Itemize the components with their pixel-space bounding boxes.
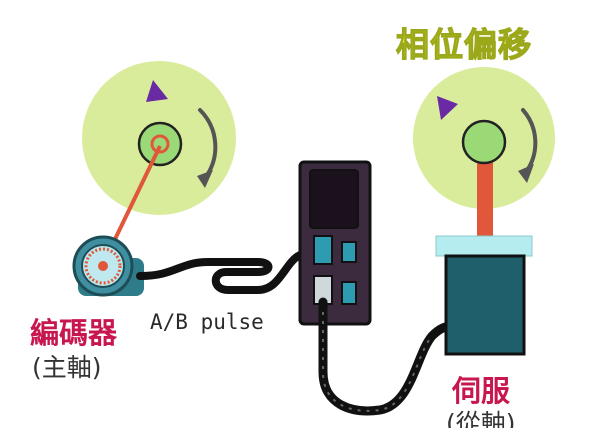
encoder-scale xyxy=(84,247,122,285)
rotation-arrow-icon xyxy=(198,108,218,180)
driver-port-right-top xyxy=(341,241,357,263)
driver-display xyxy=(309,169,359,229)
slave-disk xyxy=(413,67,555,246)
servo-role-label: (從軸) xyxy=(446,409,516,428)
rotation-arrowhead-icon xyxy=(197,170,213,188)
slave-shaft xyxy=(477,150,493,246)
servo-driver xyxy=(298,160,372,326)
servo-label: 伺服 xyxy=(452,374,511,408)
servo-motor xyxy=(435,235,533,356)
pulse-cable xyxy=(136,246,326,294)
rotation-arrow-icon xyxy=(521,108,538,174)
master-hub-pin xyxy=(150,134,170,154)
direction-triangle-icon xyxy=(437,96,458,120)
master-disk xyxy=(82,61,236,263)
servo-body xyxy=(444,254,526,356)
encoder-role-label: (主軸) xyxy=(32,353,102,382)
pulse-signal-label: A/B pulse xyxy=(150,310,264,334)
driver-port-top xyxy=(313,235,333,265)
master-hub-ring xyxy=(137,121,183,167)
servo-cap xyxy=(435,235,533,257)
slave-hub xyxy=(461,119,507,165)
encoder-label: 編碼器 xyxy=(30,316,118,350)
title-phase-offset: 相位偏移 xyxy=(395,24,532,64)
direction-triangle-icon xyxy=(146,80,168,102)
rotation-arrowhead-icon xyxy=(518,164,534,183)
encoder xyxy=(72,235,144,297)
encoder-center xyxy=(98,261,108,271)
driver-port-right-bottom xyxy=(341,281,357,305)
